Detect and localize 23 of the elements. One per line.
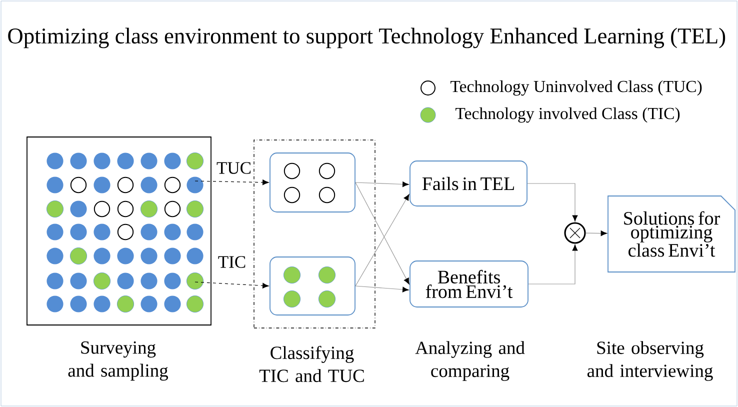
- sampling-box: [26, 136, 212, 326]
- class-group-box: [270, 256, 356, 316]
- arrow: [586, 230, 608, 236]
- arrow: [194, 282, 269, 288]
- arrow: [355, 286, 409, 292]
- stage-caption: Site observing and interviewing: [587, 341, 713, 381]
- class-group-box: [270, 152, 356, 212]
- stage-caption: Analyzing and comparing: [415, 341, 525, 381]
- edge-label: TUC: [216, 162, 251, 174]
- process-box: Fails in TEL: [410, 160, 528, 206]
- edge-label: TIC: [218, 256, 246, 268]
- process-box: Benefits from Envi’t: [410, 260, 528, 308]
- junction-circle: [564, 222, 586, 244]
- arrow: [527, 183, 578, 222]
- stage-caption: Classifying TIC and TUC: [259, 346, 364, 382]
- title: Optimizing class environment to support Technology Enhanced Learning (TEL): [8, 28, 726, 48]
- legend-label: Technology involved Class (TIC): [456, 107, 680, 123]
- document-box: Solutions for optimizing class Envi’t: [608, 196, 736, 272]
- arrow: [194, 180, 269, 186]
- arrow: [355, 182, 409, 187]
- legend-label: Technology Uninvolved Class (TUC): [450, 80, 702, 96]
- arrow: [528, 244, 578, 284]
- group-box: [254, 140, 376, 328]
